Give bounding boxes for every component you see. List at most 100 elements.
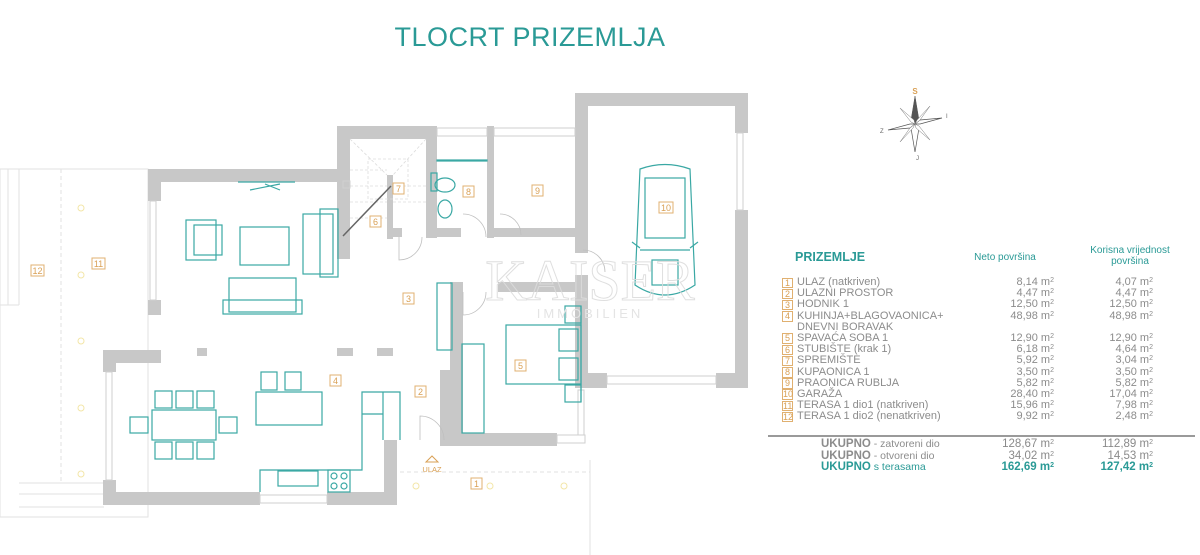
svg-text:12: 12 <box>32 266 42 276</box>
room-tags: 1 2 3 4 5 6 7 8 9 10 11 12 <box>30 182 674 490</box>
area-legend: PRIZEMLJE Neto površina Korisna vrijedno… <box>782 245 1195 423</box>
useful-area: 12,90 m2 <box>1109 331 1153 344</box>
room-name: PRAONICA RUBLJA <box>797 376 900 389</box>
terrace-lights <box>77 204 568 490</box>
room-number-badge: 2 <box>782 288 793 300</box>
room-name: SPREMIŠTE <box>797 354 861 367</box>
room-number-badge: 7 <box>782 355 793 367</box>
net-area: 5,82 m2 <box>1016 376 1054 389</box>
room-number-badge: 1 <box>782 277 793 288</box>
terrace <box>0 168 591 555</box>
useful-area: 7,98 m2 <box>1115 399 1153 412</box>
svg-text:11: 11 <box>94 259 103 269</box>
useful-area: 3,50 m2 <box>1115 365 1153 378</box>
room-number-badge: 5 <box>782 333 793 344</box>
room-number-badge: 10 <box>782 389 794 400</box>
room-tag-3: 3 <box>402 292 415 305</box>
svg-text:7: 7 <box>396 184 401 194</box>
room-number-badge: 4 <box>782 311 793 322</box>
svg-text:1: 1 <box>474 479 479 489</box>
col-header-useful: Korisna vrijednost površina <box>1090 245 1170 267</box>
watermark: KAISER <box>485 248 696 314</box>
room-number-badge: 9 <box>782 378 793 389</box>
net-area: 6,18 m2 <box>1016 343 1054 356</box>
svg-text:ULAZ: ULAZ <box>422 465 442 474</box>
total-useful-area: 127,42 m2 <box>1100 461 1153 473</box>
net-area: 3,50 m2 <box>1016 365 1054 378</box>
total-useful-area: 14,53 m2 <box>1107 449 1153 462</box>
page-title: TLOCRT PRIZEMLJA <box>394 22 666 52</box>
useful-area: 4,47 m2 <box>1115 287 1153 300</box>
useful-area: 4,07 m2 <box>1115 276 1153 288</box>
entrance-marker: ULAZ <box>422 455 442 474</box>
svg-text:J: J <box>916 156 919 162</box>
room-tag-10: 10 <box>658 201 674 214</box>
room-tag-11: 11 <box>91 257 106 270</box>
svg-text:6: 6 <box>373 217 378 227</box>
net-area: 9,92 m2 <box>1016 410 1054 423</box>
doors <box>398 213 606 441</box>
room-tag-2: 2 <box>414 385 427 398</box>
useful-area: 2,48 m2 <box>1115 410 1153 423</box>
room-number-badge: 8 <box>782 367 793 378</box>
room-tag-9: 9 <box>531 184 544 197</box>
room-name: TERASA 1 dio2 (nenatkriven) <box>797 410 941 423</box>
svg-text:Z: Z <box>880 129 884 135</box>
legend-divider <box>768 435 1195 437</box>
total-net-area: 34,02 m2 <box>1008 449 1054 462</box>
legend-row: 9 PRAONICA RUBLJA 5,82 m2 5,82 m2 <box>782 376 1195 389</box>
svg-text:KAISER: KAISER <box>485 248 695 313</box>
net-area: 4,47 m2 <box>1016 287 1054 300</box>
useful-area: 3,04 m2 <box>1115 354 1153 367</box>
room-name: HODNIK 1 <box>797 298 849 311</box>
useful-area: 4,64 m2 <box>1115 343 1153 356</box>
room-name: TERASA 1 dio1 (natkriven) <box>797 399 929 412</box>
total-net-area: 162,69 m2 <box>1001 461 1054 473</box>
legend-header: PRIZEMLJE Neto površina Korisna vrijedno… <box>795 245 1195 275</box>
svg-text:2: 2 <box>418 387 423 397</box>
room-number-badge: 6 <box>782 344 793 356</box>
useful-area: 5,82 m2 <box>1115 376 1153 389</box>
legend-title: PRIZEMLJE <box>795 250 866 264</box>
total-row: UKUPNO s terasama 162,69 m2 127,42 m2 <box>795 461 1195 474</box>
room-tag-5: 5 <box>514 359 527 372</box>
columns <box>197 180 393 356</box>
useful-area: 17,04 m2 <box>1109 387 1153 400</box>
room-tag-4: 4 <box>329 374 342 387</box>
room-tag-8: 8 <box>462 185 475 198</box>
stairs <box>349 138 427 219</box>
svg-text:3: 3 <box>406 294 411 304</box>
room-name: SPAVAĆA SOBA 1 <box>797 331 889 344</box>
room-tag-1: 1 <box>470 477 483 490</box>
windows <box>105 127 744 504</box>
net-area: 28,40 m2 <box>1010 387 1054 400</box>
net-area: 12,50 m2 <box>1010 298 1054 311</box>
svg-text:9: 9 <box>535 186 540 196</box>
total-label: UKUPNO - zatvoreni dio <box>821 438 940 450</box>
stair-line <box>342 185 392 237</box>
room-tag-12: 12 <box>30 264 45 277</box>
floor-plan: 1 2 3 4 5 6 7 8 9 10 11 12 ULAZ KAISER I… <box>0 93 748 555</box>
total-label: UKUPNO s terasama <box>821 461 926 473</box>
entrance-arrow-icon <box>424 455 440 463</box>
furniture <box>129 159 699 493</box>
net-area: 5,92 m2 <box>1016 354 1054 367</box>
room-name: KUPAONICA 1 <box>797 365 870 378</box>
car-icon <box>631 163 699 296</box>
svg-text:8: 8 <box>466 187 471 197</box>
room-number-badge: 11 <box>782 400 793 412</box>
svg-text:I: I <box>946 114 948 120</box>
svg-text:4: 4 <box>333 376 338 386</box>
room-tag-6: 6 <box>369 215 382 228</box>
